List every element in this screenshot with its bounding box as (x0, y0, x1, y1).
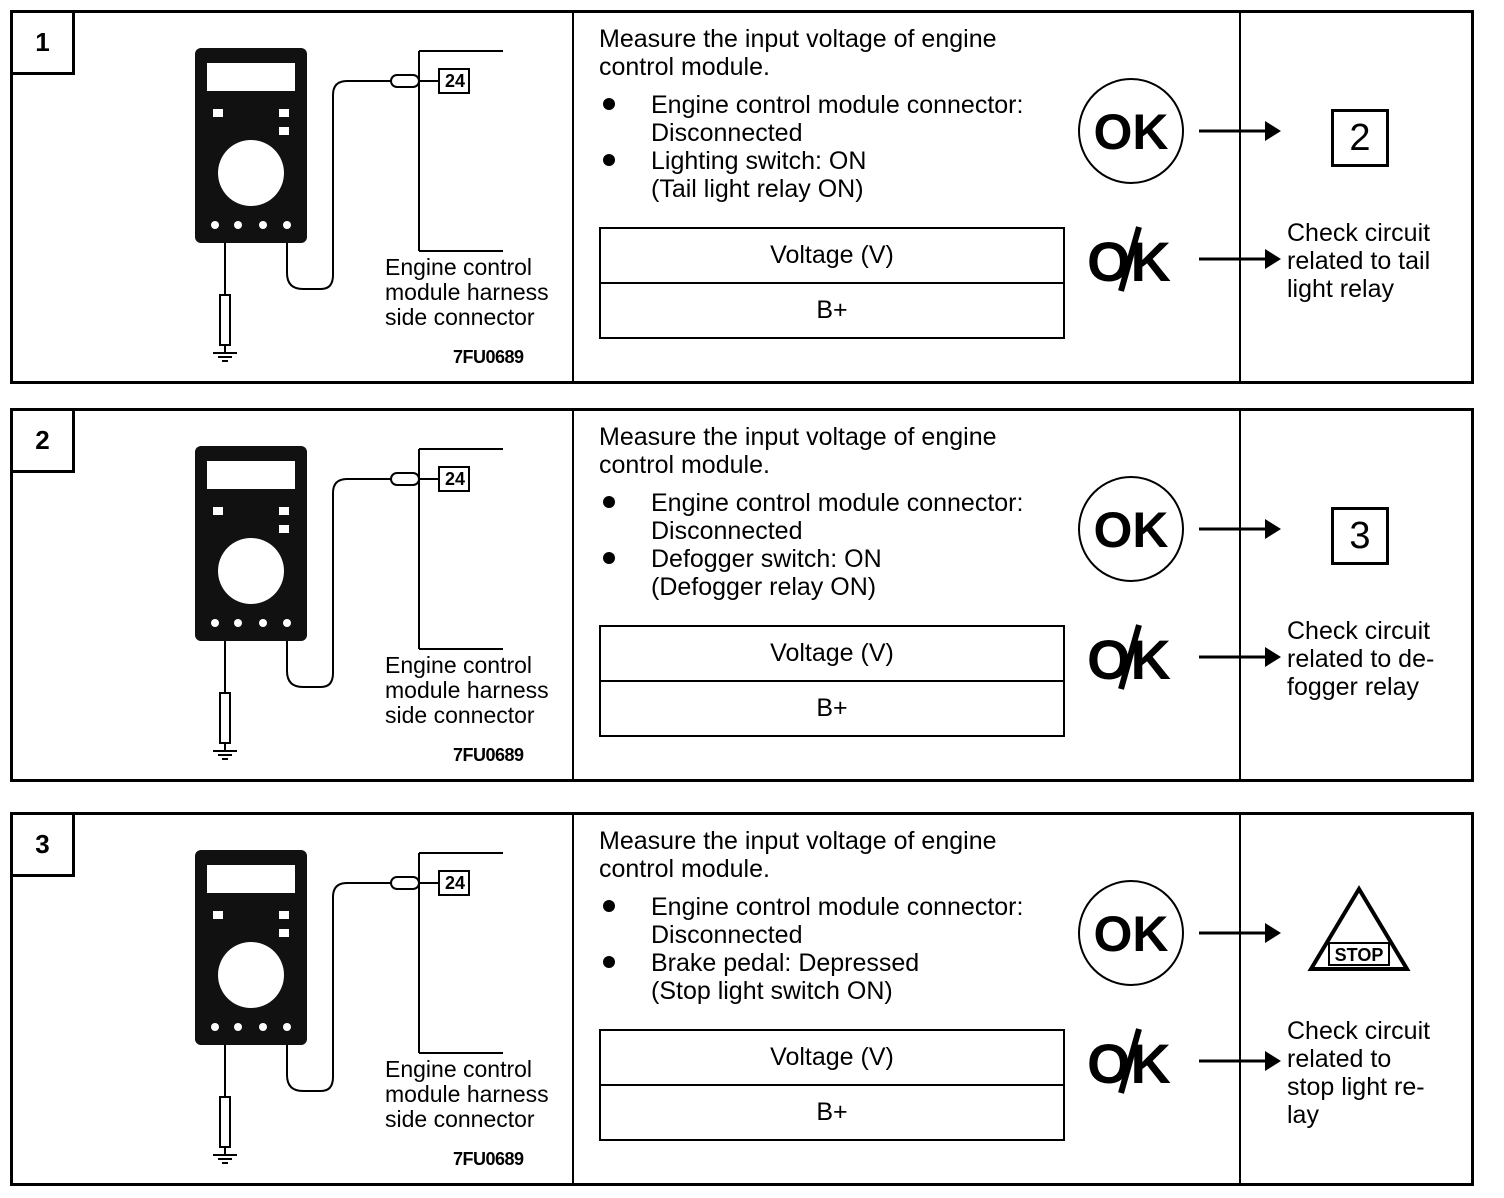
condition-text: Brake pedal: Depressed (Stop light switc… (651, 949, 920, 1005)
voltage-table-value: B+ (816, 296, 848, 324)
step-number: 1 (13, 13, 75, 75)
connector-pin-label: 24 (444, 71, 466, 91)
ok-label: OK (1094, 104, 1169, 160)
ng-icon: OK (1087, 624, 1171, 691)
condition-item: Brake pedal: Depressed (Stop light switc… (599, 949, 1079, 1005)
bullet-icon (603, 154, 615, 166)
harness-label: Engine control module harness side conne… (385, 254, 549, 330)
condition-text: Engine control module connector: Disconn… (651, 91, 1024, 147)
next-step-box: 2 (1331, 109, 1389, 167)
stop-label: STOP (1335, 945, 1384, 965)
multimeter-illustration (195, 48, 503, 362)
condition-text: Lighting switch: ON (Tail light relay ON… (651, 147, 867, 203)
voltage-table: Voltage (V) B+ (599, 227, 1065, 339)
ok-label: OK (1094, 906, 1169, 962)
condition-item: Engine control module connector: Disconn… (599, 893, 1079, 949)
step-panel-2: 2 24 Engine control module harness side … (10, 408, 1474, 782)
arrow-right-icon (1199, 923, 1281, 943)
instruction-block: Measure the input voltage of engine cont… (599, 25, 1079, 203)
condition-text: Engine control module connector: Disconn… (651, 893, 1024, 949)
voltage-table-header: Voltage (V) (601, 627, 1063, 682)
column-divider (572, 411, 574, 779)
voltage-table-header: Voltage (V) (601, 229, 1063, 284)
ng-icon: OK (1087, 226, 1171, 293)
harness-label: Engine control module harness side conne… (385, 1056, 549, 1132)
condition-item: Lighting switch: ON (Tail light relay ON… (599, 147, 1079, 203)
instruction-text: Measure the input voltage of engine cont… (599, 827, 997, 883)
instruction-block: Measure the input voltage of engine cont… (599, 827, 1079, 1005)
bullet-icon (603, 496, 615, 508)
bullet-icon (603, 552, 615, 564)
voltage-table-value: B+ (816, 694, 848, 722)
stop-sign-icon: STOP (1307, 885, 1411, 971)
instruction-block: Measure the input voltage of engine cont… (599, 423, 1079, 601)
voltage-table: Voltage (V) B+ (599, 1029, 1065, 1141)
ok-icon: OK (1078, 476, 1184, 582)
arrow-right-icon (1199, 519, 1281, 539)
condition-item: Defogger switch: ON (Defogger relay ON) (599, 545, 1079, 601)
connector-pin-label: 24 (444, 469, 466, 489)
condition-text: Engine control module connector: Disconn… (651, 489, 1024, 545)
instruction-text: Measure the input voltage of engine cont… (599, 25, 997, 81)
arrow-right-icon (1199, 121, 1281, 141)
instruction-text: Measure the input voltage of engine cont… (599, 423, 997, 479)
step-number: 2 (13, 411, 75, 473)
arrow-right-icon (1199, 1051, 1281, 1071)
ok-icon: OK (1078, 78, 1184, 184)
harness-label: Engine control module harness side conne… (385, 652, 549, 728)
step-panel-1: 1 24 Engine control module harness side … (10, 10, 1474, 384)
arrow-right-icon (1199, 647, 1281, 667)
ng-action-text: Check circuit related to stop light re- … (1287, 1017, 1431, 1129)
condition-item: Engine control module connector: Disconn… (599, 489, 1079, 545)
step-panel-3: 3 24 Engine control module harness side … (10, 812, 1474, 1186)
column-divider (572, 13, 574, 381)
ng-action-text: Check circuit related to tail light rela… (1287, 219, 1431, 303)
ok-icon: OK (1078, 880, 1184, 986)
step-number: 3 (13, 815, 75, 877)
voltage-table-value: B+ (816, 1098, 848, 1126)
column-divider (1239, 13, 1241, 381)
arrow-right-icon (1199, 249, 1281, 269)
ng-icon: OK (1087, 1028, 1171, 1095)
column-divider (1239, 411, 1241, 779)
column-divider (572, 815, 574, 1183)
next-step-box: 3 (1331, 507, 1389, 565)
voltage-table: Voltage (V) B+ (599, 625, 1065, 737)
multimeter-illustration (195, 850, 503, 1164)
column-divider (1239, 815, 1241, 1183)
ng-action-text: Check circuit related to de- fogger rela… (1287, 617, 1435, 701)
connector-pin-label: 24 (444, 873, 466, 893)
bullet-icon (603, 98, 615, 110)
bullet-icon (603, 956, 615, 968)
condition-text: Defogger switch: ON (Defogger relay ON) (651, 545, 882, 601)
condition-item: Engine control module connector: Disconn… (599, 91, 1079, 147)
voltage-table-header: Voltage (V) (601, 1031, 1063, 1086)
figure-id: 7FU0689 (453, 745, 524, 765)
figure-id: 7FU0689 (453, 347, 524, 367)
ok-label: OK (1094, 502, 1169, 558)
multimeter-illustration (195, 446, 503, 760)
bullet-icon (603, 900, 615, 912)
figure-id: 7FU0689 (453, 1149, 524, 1169)
